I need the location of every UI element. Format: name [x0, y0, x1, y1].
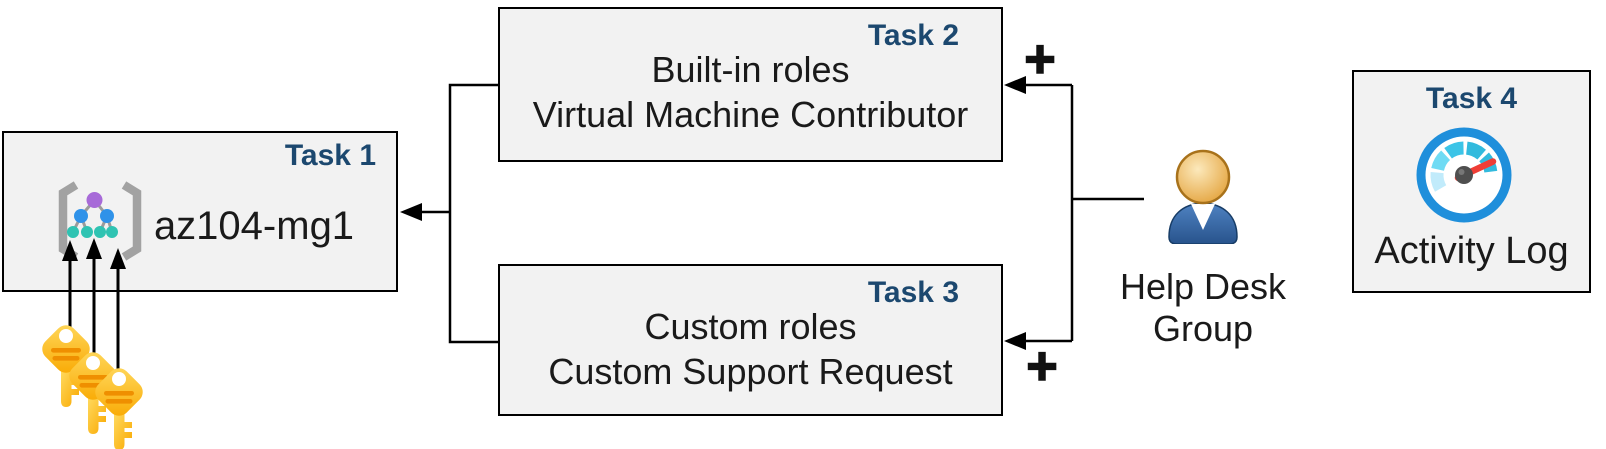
task1-label: Task 1 — [284, 139, 376, 172]
plus-sign-task3: + — [1025, 336, 1058, 396]
arrow-to-task2-head — [1004, 76, 1026, 94]
actor-line1: Help Desk — [1119, 266, 1287, 307]
task4-label: Task 4 — [1425, 82, 1518, 115]
user-icon — [1168, 149, 1238, 244]
tree-leaf — [81, 226, 93, 238]
branch-left — [448, 83, 498, 344]
task2-label: Task 2 — [867, 19, 959, 52]
tree-leaf — [94, 226, 106, 238]
task2-line1: Built-in roles — [651, 49, 850, 90]
task2-box: Task 2 Built-in roles Virtual Machine Co… — [498, 7, 1003, 162]
bracket-left — [58, 181, 79, 261]
tree-leaf — [106, 226, 118, 238]
user-collar — [1191, 204, 1215, 230]
management-group-name: az104-mg1 — [153, 204, 355, 248]
arrow-to-task3-head — [1004, 332, 1026, 350]
keys-group — [37, 320, 148, 449]
actor-line2: Group — [1152, 308, 1254, 349]
tree-root-node — [86, 192, 103, 208]
help-desk-group: Help Desk Group — [1116, 146, 1290, 350]
task1-box: Task 1 az104-mg1 — [2, 131, 398, 292]
gauge-needle — [1454, 158, 1497, 184]
tree-node — [74, 209, 88, 223]
plus-sign-task2: + — [1023, 29, 1056, 89]
task3-line2: Custom Support Request — [548, 351, 953, 392]
bracket-right — [121, 181, 142, 261]
task3-label: Task 3 — [867, 276, 959, 309]
task3-box: Task 3 Custom roles Custom Support Reque… — [498, 264, 1003, 416]
activity-log-gauge-icon — [1416, 127, 1512, 223]
task2-line2: Virtual Machine Contributor — [532, 94, 969, 135]
activity-log-caption: Activity Log — [1374, 230, 1569, 272]
task3-line1: Custom roles — [644, 306, 857, 347]
tree-node — [100, 209, 114, 223]
task4-box: Task 4 Activity Log — [1352, 70, 1591, 293]
arrow-to-task1-head — [400, 203, 422, 221]
user-head — [1175, 149, 1231, 205]
tree-leaf — [67, 226, 79, 238]
